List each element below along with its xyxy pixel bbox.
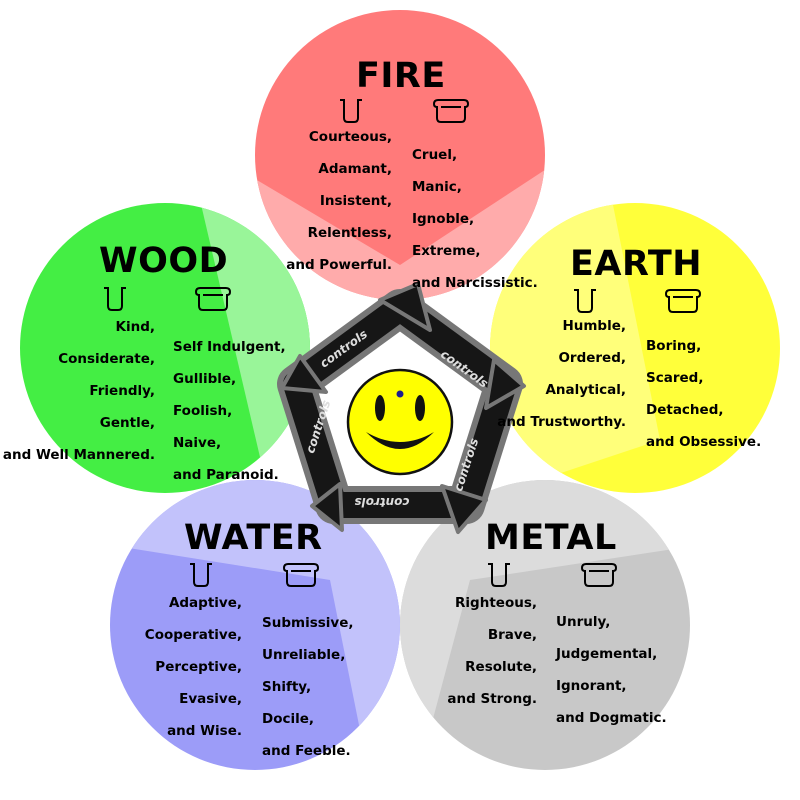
trait: Detached, [646,402,724,418]
full-cup-icon [194,287,232,311]
trait: Cooperative, [144,627,242,643]
trait: and Paranoid. [173,467,279,483]
full-cup-icon [580,563,618,587]
fire-title: FIRE [356,56,446,96]
trait: Foolish, [173,403,233,419]
full-cup-icon [664,289,702,313]
trait: Submissive, [262,615,354,631]
empty-cup-icon [340,99,362,123]
trait: Perceptive, [155,659,242,675]
trait: Analytical, [545,382,626,398]
trait: and Well Mannered. [2,447,155,463]
metal-negative-traits: Unruly, Judgemental, Ignorant, and Dogma… [556,606,667,734]
trait: Extreme, [412,243,481,259]
trait: Insistent, [319,193,392,209]
earth-title: EARTH [570,244,703,284]
water-positive-traits: Adaptive, Cooperative, Perceptive, Evasi… [145,587,242,747]
trait: Righteous, [455,595,537,611]
arrow-head-right [484,358,526,410]
arrow-head-lower-left [310,482,344,532]
trait: Shifty, [262,679,312,695]
trait: Gullible, [173,371,237,387]
trait: and Powerful. [286,257,392,273]
water-circle [110,480,400,770]
trait: Naive, [173,435,222,451]
trait: Judgemental, [556,646,658,662]
trait: Docile, [262,711,315,727]
controls-label-bottom: controls [354,495,409,509]
metal-circle [400,480,690,770]
trait: Relentless, [307,225,392,241]
trait: Ordered, [558,350,626,366]
trait: Unruly, [556,614,611,630]
trait: Brave, [487,627,537,643]
water-title: WATER [184,518,323,558]
trait: and Trustworthy. [497,414,626,430]
trait: Manic, [412,179,462,195]
arrow-head-top [378,282,432,332]
wood-negative-traits: Self Indulgent, Gullible, Foolish, Naive… [173,331,286,491]
trait: Friendly, [89,383,155,399]
wood-title: WOOD [99,241,229,281]
trait: Scared, [646,370,704,386]
trait: Self Indulgent, [173,339,286,355]
arrow-head-lower-right [440,484,488,534]
trait: and Wise. [167,723,242,739]
trait: Boring, [646,338,702,354]
trait: Kind, [115,319,156,335]
earth-positive-traits: Humble, Ordered, Analytical, and Trustwo… [497,310,626,438]
fire-negative-traits: Cruel, Manic, Ignoble, Extreme, and Narc… [412,139,538,299]
metal-title: METAL [485,518,617,558]
empty-cup-icon [488,563,510,587]
trait: and Strong. [447,691,537,707]
earth-negative-traits: Boring, Scared, Detached, and Obsessive. [646,330,761,458]
trait: Ignorant, [556,678,627,694]
trait: Courteous, [308,129,392,145]
empty-cup-icon [104,287,126,311]
trait: and Dogmatic. [556,710,667,726]
empty-cup-icon [574,289,596,313]
trait: Cruel, [412,147,458,163]
trait: Gentle, [99,415,155,431]
trait: Resolute, [465,659,537,675]
trait: Ignoble, [412,211,475,227]
smiley-face-icon [346,368,454,476]
wood-positive-traits: Kind, Considerate, Friendly, Gentle, and… [3,311,155,471]
trait: Considerate, [58,351,155,367]
empty-cup-icon [190,563,212,587]
trait: Adaptive, [168,595,242,611]
full-cup-icon [282,563,320,587]
fire-positive-traits: Courteous, Adamant, Insistent, Relentles… [286,121,392,281]
earth-circle [490,203,780,493]
water-negative-traits: Submissive, Unreliable, Shifty, Docile, … [262,607,353,767]
trait: Humble, [562,318,626,334]
arrow-head-left [280,354,328,394]
trait: Unreliable, [262,647,346,663]
trait: and Obsessive. [646,434,762,450]
trait: Adamant, [318,161,392,177]
trait: and Narcissistic. [412,275,538,291]
trait: and Feeble. [262,743,351,759]
metal-positive-traits: Righteous, Brave, Resolute, and Strong. [447,587,537,715]
trait: Evasive, [179,691,242,707]
full-cup-icon [432,99,470,123]
